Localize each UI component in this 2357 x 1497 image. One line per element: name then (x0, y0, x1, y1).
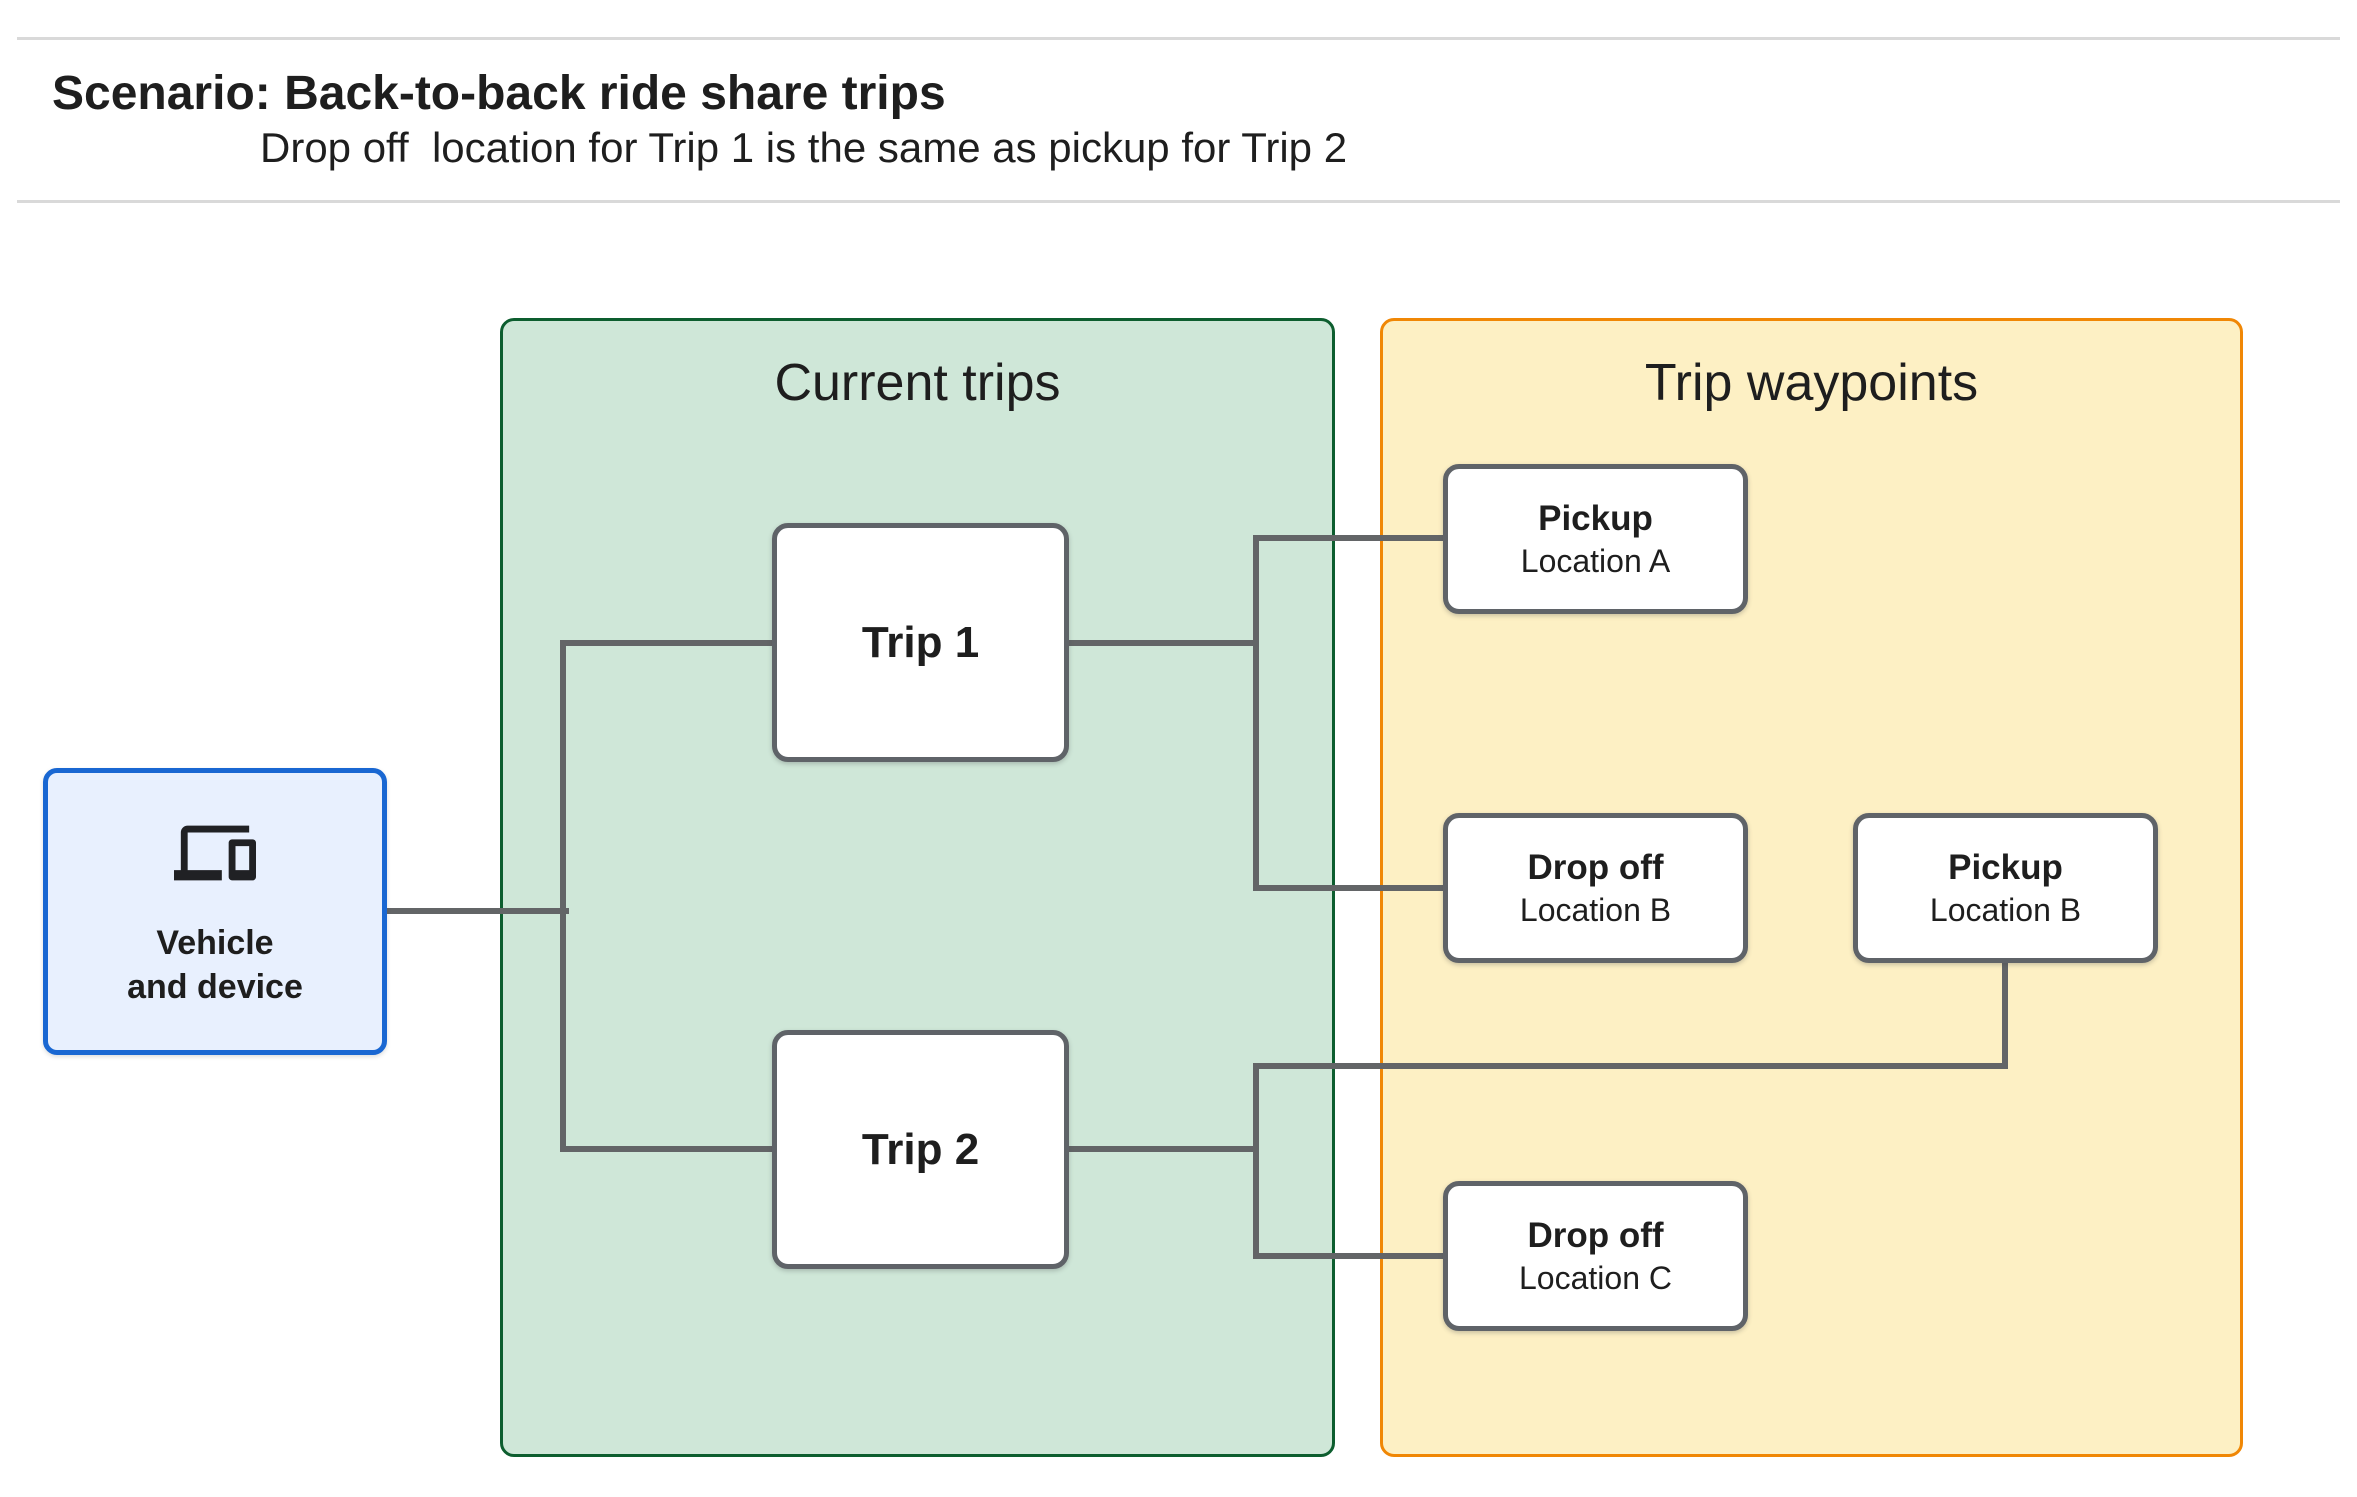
connector-to-trip1 (560, 640, 776, 646)
pickup-location-a-node: Pickup Location A (1443, 464, 1748, 614)
top-divider (17, 37, 2340, 40)
connector-trip1-stub (1069, 640, 1259, 646)
connector-trips-branch-vertical (560, 640, 566, 1152)
dropoff-c-subtitle: Location C (1519, 1259, 1672, 1296)
connector-to-trip2 (560, 1146, 776, 1152)
current-trips-title: Current trips (774, 354, 1061, 412)
pickup-location-b-node: Pickup Location B (1853, 813, 2158, 963)
trip-2-node: Trip 2 (772, 1030, 1069, 1269)
dropoff-c-title: Drop off (1527, 1216, 1664, 1256)
connector-trip2-stub (1069, 1146, 1259, 1152)
connector-trip2-branch-vertical (1253, 1063, 1259, 1259)
current-trips-container: Current trips (500, 318, 1335, 1457)
trip-1-node: Trip 1 (772, 523, 1069, 762)
page-title: Scenario: Back-to-back ride share trips (52, 67, 946, 120)
pickup-a-subtitle: Location A (1520, 542, 1671, 579)
header-divider (17, 200, 2340, 203)
pickup-b-subtitle: Location B (1929, 891, 2082, 928)
trip-waypoints-title: Trip waypoints (1644, 354, 1979, 412)
dropoff-location-c-node: Drop off Location C (1443, 1181, 1748, 1331)
devices-icon (174, 801, 256, 905)
pickup-a-title: Pickup (1538, 499, 1653, 539)
dropoff-location-b-node: Drop off Location B (1443, 813, 1748, 963)
connector-pickup-b-horizontal (1253, 1063, 2008, 1069)
connector-pickup-b-drop (2002, 960, 2008, 1069)
pickup-b-title: Pickup (1948, 848, 2063, 888)
connector-trip1-branch-vertical (1253, 535, 1259, 891)
dropoff-b-subtitle: Location B (1519, 891, 1672, 928)
page-subtitle: Drop off location for Trip 1 is the same… (260, 124, 1348, 171)
vehicle-and-device-node: Vehicle and device (43, 768, 387, 1055)
trip-1-label: Trip 1 (861, 617, 980, 667)
dropoff-b-title: Drop off (1527, 848, 1664, 888)
trip-2-label: Trip 2 (861, 1124, 980, 1174)
connector-to-dropoff-c (1253, 1253, 1447, 1259)
connector-vehicle-stub (387, 908, 569, 914)
connector-to-dropoff-b (1253, 885, 1447, 891)
vehicle-and-device-label: Vehicle and device (127, 924, 303, 1007)
connector-to-pickup-a (1253, 535, 1447, 541)
